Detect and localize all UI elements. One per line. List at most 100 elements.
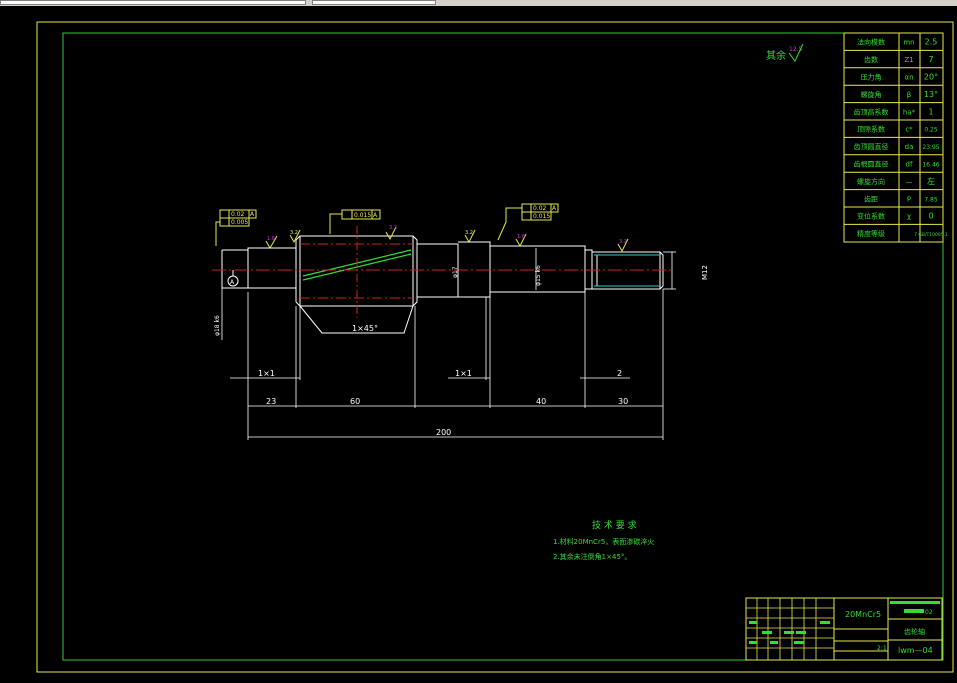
title-block-left-grid	[745, 597, 835, 661]
dim-diameter-left: φ18 k6	[214, 315, 221, 336]
roughness-symbol-icon	[385, 226, 397, 241]
param-name: 齿顶高系数	[854, 107, 889, 116]
tolerance-frame-left	[215, 209, 257, 246]
roughness-symbol-icon	[289, 229, 301, 244]
param-name: 齿顶圆直径	[854, 142, 889, 151]
roughness-value: 3.2	[465, 230, 473, 236]
param-symbol: αn	[904, 74, 913, 82]
title-block-scale: 2:1	[877, 645, 887, 652]
shaft-collar	[458, 241, 491, 298]
tolerance-frame-right	[497, 203, 559, 241]
title-block-fill-bar	[890, 601, 940, 604]
param-symbol: Z1	[904, 56, 913, 64]
roughness-value: 3.2	[389, 225, 397, 231]
param-value: 7	[928, 55, 933, 64]
dimension-lines	[221, 248, 676, 440]
roughness-value: 1.6	[517, 234, 525, 240]
tol-left-runout: 0.02	[231, 211, 245, 218]
param-name: 螺旋角	[861, 90, 882, 99]
roughness-symbols: 1.6 3.2 3.2 3.2 1.6 3.2	[265, 225, 629, 253]
param-symbol: β	[907, 91, 911, 99]
dim-groove-right: 1×1	[455, 369, 472, 378]
surface-note-label: 其余	[766, 49, 786, 62]
roughness-symbol-icon	[515, 233, 527, 248]
param-symbol: P	[907, 195, 911, 203]
gear-chamfer-callout	[299, 305, 414, 334]
roughness-symbol-icon	[788, 43, 804, 62]
dim-diameter-bearing: φ15 k6	[535, 265, 542, 286]
gear-shaft-outline	[221, 235, 664, 334]
param-name: 法向模数	[857, 38, 885, 47]
tol-right-runout: 0.02	[533, 205, 547, 212]
dim-length-total: 200	[436, 428, 451, 437]
tol-right-datum: A	[552, 205, 557, 212]
tol-mid-datum: A	[373, 212, 378, 219]
dim-chamfer-gear: 1×45°	[352, 324, 378, 333]
param-value: 2.5	[925, 38, 938, 47]
roughness-symbol-icon	[265, 235, 278, 249]
roughness-value: 3.2	[290, 230, 298, 236]
dim-length-40: 40	[536, 397, 546, 406]
title-block-material: 20MnCr5	[845, 610, 881, 619]
param-name: 精度等级	[857, 229, 885, 238]
datum-a-marker: A	[227, 270, 239, 287]
dim-groove-left: 1×1	[258, 369, 275, 378]
param-value: 0.25	[924, 127, 938, 134]
roughness-value: 3.2	[619, 239, 627, 245]
title-grid-fill	[749, 641, 757, 644]
title-block-drawing-no: lwm—04	[898, 646, 933, 655]
param-value: 7.85	[924, 196, 938, 203]
title-grid-fill	[749, 621, 757, 624]
title-grid-fill	[796, 631, 806, 634]
param-symbol: —	[906, 178, 913, 186]
param-symbol: da	[905, 143, 914, 151]
param-name: 变位系数	[857, 212, 885, 221]
param-value: 16.46	[922, 162, 939, 169]
param-name: 齿距	[864, 195, 878, 203]
tol-left-datum: A	[250, 211, 255, 218]
title-block-code-bar	[904, 609, 924, 613]
title-grid-fill	[784, 631, 794, 634]
window-toolbar-strip	[0, 0, 957, 6]
tol-left-cyl: 0.005	[231, 219, 248, 226]
title-block-sheet-code: 02	[925, 609, 933, 616]
param-symbol: c*	[905, 126, 913, 134]
inner-border	[62, 32, 944, 661]
tol-mid-runout: 0.015	[354, 212, 371, 219]
title-grid-fill	[820, 621, 830, 624]
tolerance-frame-mid	[329, 209, 381, 234]
tech-line-2: 2.其余未注倒角1×45°。	[553, 552, 631, 561]
param-value: 23.95	[922, 144, 939, 151]
param-symbol: χ	[907, 213, 911, 221]
roughness-symbol-icon	[464, 229, 476, 244]
surface-note-value: 12.5	[789, 46, 803, 53]
toolbar-field-right[interactable]	[312, 0, 436, 5]
dim-groove-thread: 2	[617, 369, 622, 378]
shaft-bearing-seat	[490, 245, 586, 293]
roughness-value: 1.6	[267, 236, 275, 242]
title-grid-fill	[794, 641, 804, 644]
param-symbol: ha*	[903, 108, 916, 116]
dim-length-30: 30	[618, 397, 628, 406]
param-value: 左	[927, 176, 935, 186]
dim-diameter-mid: φ17	[452, 266, 459, 278]
helix-line	[302, 253, 412, 281]
toolbar-field-left[interactable]	[0, 0, 306, 5]
title-block-part-name: 齿轮轴	[904, 627, 925, 636]
technical-requirements: 技 术 要 求 1.材料20MnCr5，表面渗碳淬火 2.其余未注倒角1×45°…	[553, 519, 654, 561]
param-symbol: df	[906, 161, 913, 169]
param-value: 13°	[924, 90, 938, 99]
param-name: 齿根圆直径	[854, 160, 889, 169]
param-name: 顶隙系数	[857, 125, 885, 134]
param-value: 20°	[924, 73, 938, 82]
tech-title: 技 术 要 求	[592, 519, 637, 531]
param-symbol: mn	[903, 39, 914, 47]
dim-thread: M12	[701, 265, 709, 280]
shaft-gear-section	[295, 235, 418, 307]
shaft-left-journal	[221, 247, 297, 302]
roughness-symbol-icon	[617, 238, 629, 253]
dim-length-60: 60	[350, 397, 360, 406]
tech-line-1: 1.材料20MnCr5，表面渗碳淬火	[553, 537, 654, 546]
